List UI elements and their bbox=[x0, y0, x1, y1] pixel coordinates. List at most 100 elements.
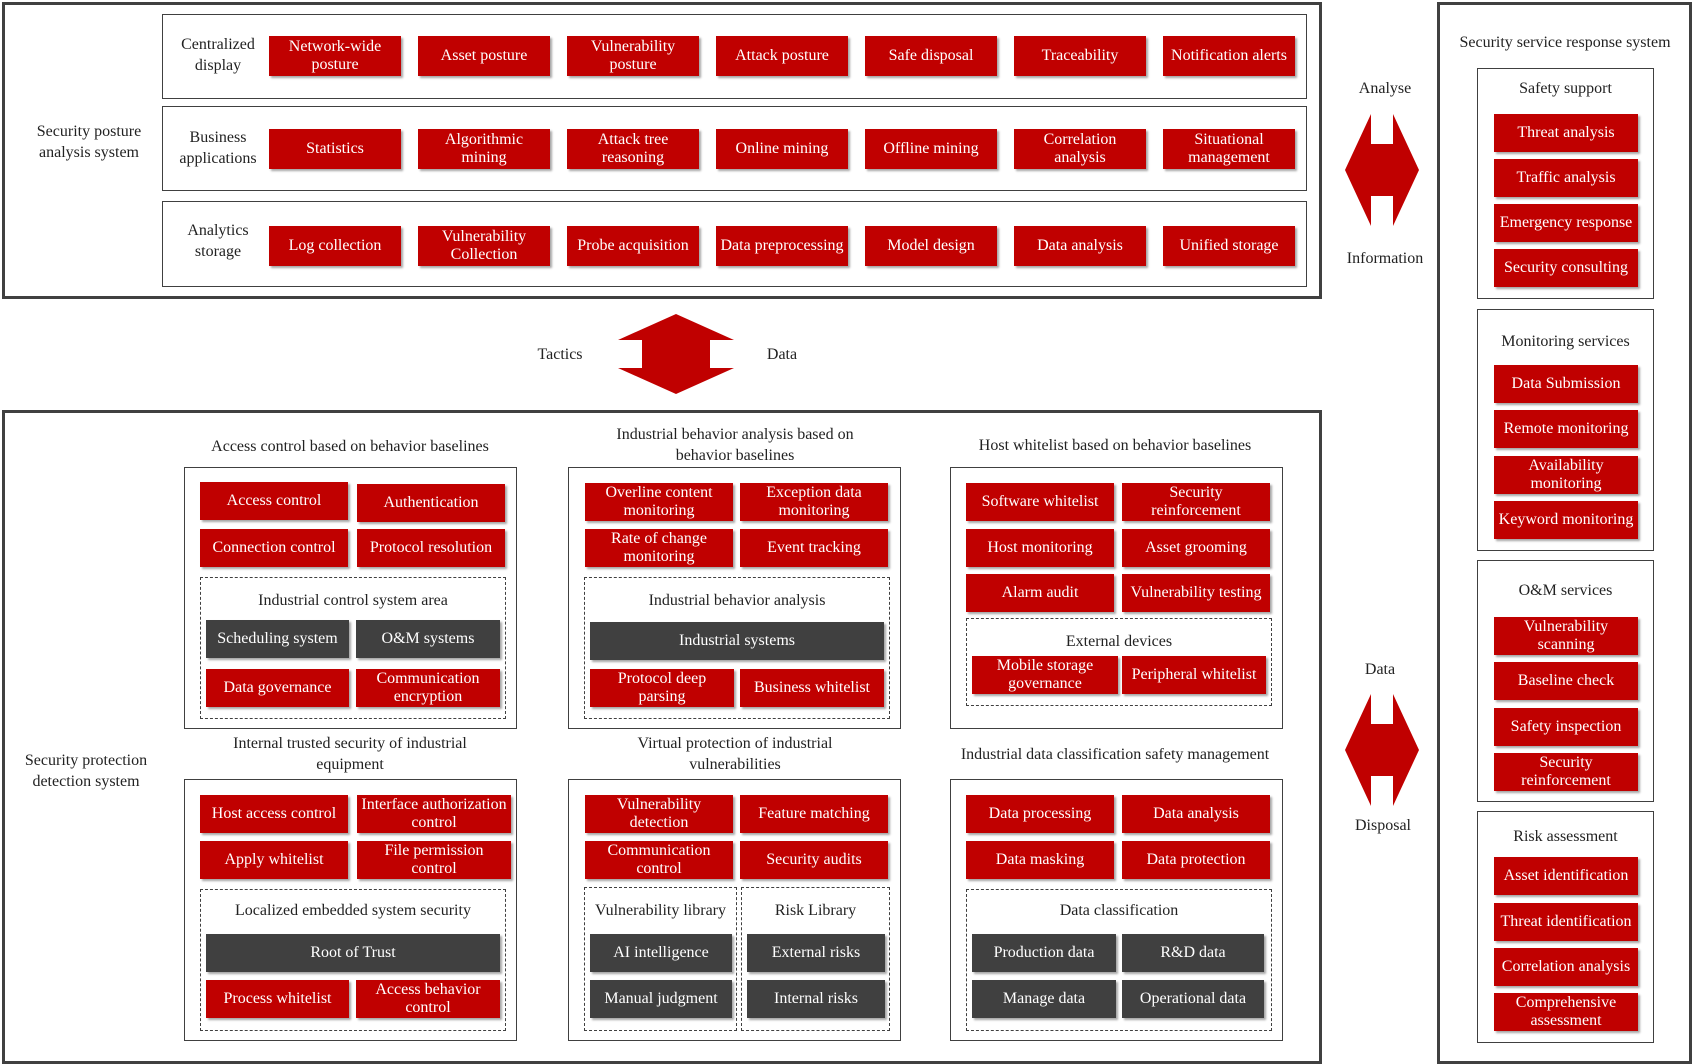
response-item: Threat analysis bbox=[1494, 114, 1638, 152]
vertical-double-arrow-icon bbox=[618, 314, 734, 394]
posture-item: Offline mining bbox=[865, 129, 997, 169]
row-label-business: Business applications bbox=[179, 129, 257, 167]
inner-title-vuln-library: Vulnerability library bbox=[595, 901, 726, 919]
panel-item: Communication control bbox=[585, 841, 733, 879]
panel-item: Overline content monitoring bbox=[585, 483, 733, 521]
panel-item: File permission control bbox=[357, 841, 511, 879]
arrow-label-tactics: Tactics bbox=[537, 345, 583, 363]
panel-item: Data governance bbox=[206, 669, 349, 707]
group-title: O&M services bbox=[1518, 581, 1613, 599]
response-item: Baseline check bbox=[1494, 662, 1638, 700]
posture-system-title: Security posture analysis system bbox=[36, 123, 142, 161]
response-system-title: Security service response system bbox=[1459, 33, 1671, 51]
group-title: Safety support bbox=[1519, 79, 1612, 97]
posture-item: Notification alerts bbox=[1163, 36, 1295, 76]
panel-item: Mobile storage governance bbox=[972, 656, 1118, 694]
panel-item: Peripheral whitelist bbox=[1122, 656, 1266, 694]
panel-title-data-classification: Industrial data classification safety ma… bbox=[960, 745, 1270, 763]
dark-system-box: Manual judgment bbox=[590, 980, 732, 1018]
panel-item: Data analysis bbox=[1122, 795, 1270, 833]
response-item: Threat identification bbox=[1494, 903, 1638, 941]
panel-item: Host monitoring bbox=[966, 529, 1114, 567]
panel-item: Host access control bbox=[200, 795, 348, 833]
horizontal-double-arrow-icon bbox=[1345, 114, 1419, 226]
panel-title-host-whitelist: Host whitelist based on behavior baselin… bbox=[978, 436, 1252, 454]
panel-item: Data processing bbox=[966, 795, 1114, 833]
dark-system-box: Manage data bbox=[972, 980, 1116, 1018]
response-item: Availability monitoring bbox=[1494, 456, 1638, 494]
response-item: Correlation analysis bbox=[1494, 948, 1638, 986]
panel-item: Protocol resolution bbox=[357, 529, 505, 567]
posture-item: Online mining bbox=[716, 129, 848, 169]
dark-system-box: Operational data bbox=[1122, 980, 1264, 1018]
panel-item: Vulnerability detection bbox=[585, 795, 733, 833]
response-item: Emergency response bbox=[1494, 204, 1638, 242]
panel-item: Event tracking bbox=[740, 529, 888, 567]
posture-item: Data preprocessing bbox=[716, 226, 848, 266]
group-title: Monitoring services bbox=[1501, 332, 1630, 350]
response-item: Remote monitoring bbox=[1494, 410, 1638, 448]
inner-title-embedded: Localized embedded system security bbox=[235, 901, 471, 919]
dark-system-box: External risks bbox=[747, 934, 885, 972]
arrow-label-data-mid: Data bbox=[766, 345, 798, 363]
row-label-centralized: Centralized display bbox=[181, 36, 255, 74]
inner-area-data-class bbox=[966, 889, 1272, 1031]
inner-area-vuln-library bbox=[584, 887, 737, 1031]
panel-item: Communication encryption bbox=[356, 669, 500, 707]
panel-item: Access behavior control bbox=[356, 980, 500, 1018]
posture-item: Correlation analysis bbox=[1014, 129, 1146, 169]
panel-item: Connection control bbox=[200, 529, 348, 567]
dark-system-box: R&D data bbox=[1122, 934, 1264, 972]
posture-item: Traceability bbox=[1014, 36, 1146, 76]
inner-title-behavior: Industrial behavior analysis bbox=[648, 591, 826, 609]
inner-area-ics bbox=[200, 577, 506, 719]
response-item: Security consulting bbox=[1494, 249, 1638, 287]
inner-area-behavior bbox=[584, 577, 890, 719]
panel-item: Access control bbox=[200, 482, 348, 520]
panel-item: Exception data monitoring bbox=[740, 483, 888, 521]
panel-item: Business whitelist bbox=[740, 669, 884, 707]
dark-system-box: Internal risks bbox=[747, 980, 885, 1018]
response-item: Data Submission bbox=[1494, 365, 1638, 403]
response-item: Safety inspection bbox=[1494, 708, 1638, 746]
panel-item: Software whitelist bbox=[966, 483, 1114, 521]
inner-title-external: External devices bbox=[1065, 632, 1173, 650]
panel-item: Apply whitelist bbox=[200, 841, 348, 879]
posture-item: Log collection bbox=[269, 226, 401, 266]
posture-item: Vulnerability Collection bbox=[418, 226, 550, 266]
horizontal-double-arrow-icon bbox=[1345, 694, 1419, 806]
posture-item: Attack posture bbox=[716, 36, 848, 76]
posture-item: Safe disposal bbox=[865, 36, 997, 76]
inner-title-data-class: Data classification bbox=[1059, 901, 1179, 919]
dark-system-box: Root of Trust bbox=[206, 934, 500, 972]
panel-title-access-control: Access control based on behavior baselin… bbox=[211, 437, 489, 455]
posture-item: Vulnerability posture bbox=[567, 36, 699, 76]
arrow-label-data-right: Data bbox=[1364, 660, 1396, 678]
dark-system-box: O&M systems bbox=[356, 620, 500, 658]
panel-item: Security reinforcement bbox=[1122, 483, 1270, 521]
group-title: Risk assessment bbox=[1513, 827, 1618, 845]
response-item: Traffic analysis bbox=[1494, 159, 1638, 197]
dark-system-box: AI intelligence bbox=[590, 934, 732, 972]
arrow-label-information: Information bbox=[1346, 249, 1424, 267]
panel-item: Rate of change monitoring bbox=[585, 529, 733, 567]
response-item: Keyword monitoring bbox=[1494, 501, 1638, 539]
response-item: Security reinforcement bbox=[1494, 753, 1638, 791]
posture-item: Attack tree reasoning bbox=[567, 129, 699, 169]
arrow-label-analyse: Analyse bbox=[1358, 79, 1412, 97]
dark-system-box: Production data bbox=[972, 934, 1116, 972]
response-item: Asset identification bbox=[1494, 857, 1638, 895]
panel-item: Alarm audit bbox=[966, 574, 1114, 612]
posture-item: Probe acquisition bbox=[567, 226, 699, 266]
protection-system-frame bbox=[2, 410, 1322, 1064]
panel-item: Interface authorization control bbox=[357, 795, 511, 833]
inner-area-external bbox=[966, 618, 1272, 706]
posture-system-frame bbox=[2, 2, 1322, 299]
response-system-frame bbox=[1437, 2, 1692, 1064]
posture-item: Data analysis bbox=[1014, 226, 1146, 266]
panel-item: Security audits bbox=[740, 841, 888, 879]
panel-item: Protocol deep parsing bbox=[590, 669, 734, 707]
posture-item: Unified storage bbox=[1163, 226, 1295, 266]
posture-item: Model design bbox=[865, 226, 997, 266]
inner-area-risk-library bbox=[741, 887, 890, 1031]
